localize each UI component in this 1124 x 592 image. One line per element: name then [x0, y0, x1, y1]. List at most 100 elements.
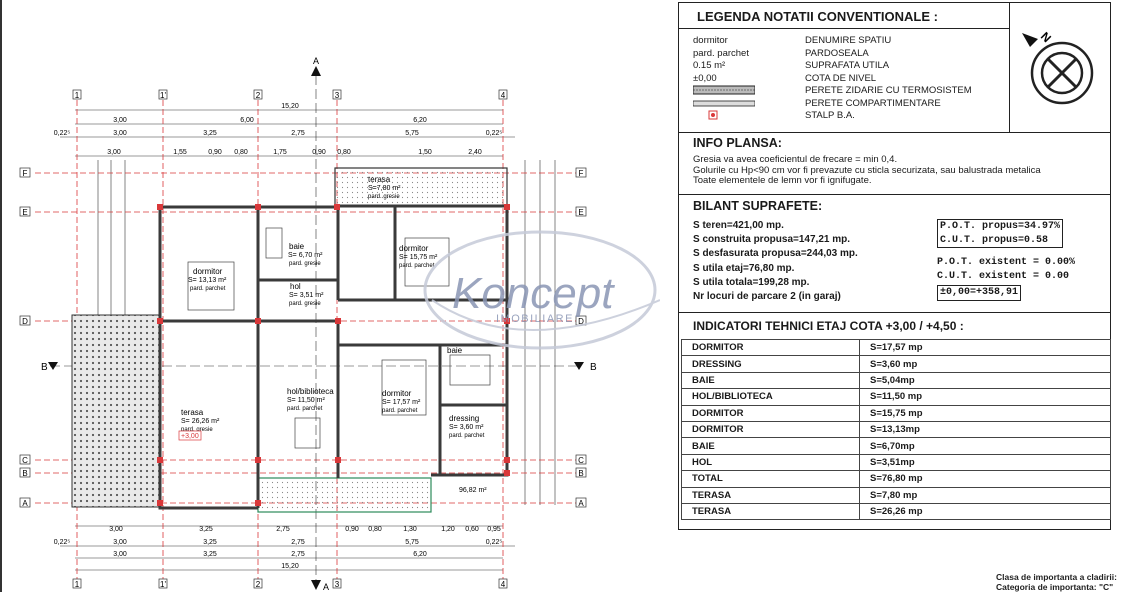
thermal-wall-symbol [693, 85, 755, 95]
legend-meaning: PERETE ZIDARIE CU TERMOSISTEM [805, 85, 972, 96]
dim-label: 0,22⁵ [486, 539, 503, 546]
top-terrace [334, 167, 508, 207]
legend-symbol: pard. parchet [693, 47, 749, 59]
dim-label: 6,00 [240, 117, 254, 124]
room-area: S= 11,50 m² [287, 397, 325, 404]
cut-existent: C.U.T. existent = 0.00 [937, 270, 1070, 282]
bottom-balcony [257, 477, 432, 513]
level-tag: +3,00 [181, 433, 199, 440]
table-cell: S=5,04mp [859, 371, 1111, 390]
axis-label: 1 [75, 580, 80, 589]
legend-row: pard. parchet PARDOSEALA [693, 48, 993, 61]
dim-label: 3,00 [113, 117, 127, 124]
room-name: terasa [368, 175, 391, 184]
table-cell: DORMITOR [681, 420, 860, 439]
room-labels: terasa S=7,80 m² pard. gresie dormitor S… [181, 175, 485, 439]
bilant-line: Nr locuri de parcare 2 (in garaj) [693, 291, 841, 303]
compass-icon: N [1022, 29, 1094, 105]
legend-meaning: PERETE COMPARTIMENTARE [805, 97, 941, 109]
room-name: hol/biblioteca [287, 387, 334, 396]
room-name: dormitor [193, 267, 223, 276]
level-tag-box [178, 430, 202, 441]
dim-label: 0,22⁵ [54, 130, 71, 137]
table-cell: BAIE [681, 437, 860, 455]
dim-label: 3,00 [109, 526, 123, 533]
axis-label: D [578, 317, 584, 326]
compass-box: N [1009, 3, 1111, 133]
columns [157, 204, 510, 506]
pot-propus: P.O.T. propus=34.97% [940, 221, 1061, 232]
room-floor: pard. gresie [181, 427, 213, 433]
axis-label: E [578, 208, 583, 217]
dim-label: 2,75 [291, 130, 305, 137]
dim-label: 0,22⁵ [54, 539, 71, 546]
room-area: S= 15,75 m² [399, 254, 438, 261]
room-name: dormitor [399, 244, 429, 253]
axis-label: B [578, 469, 583, 478]
info-title: INFO PLANSA: [693, 136, 782, 150]
dim-label: 0,95 [487, 526, 501, 533]
bilant-list: S teren=421,00 mp. S construita propusa=… [693, 219, 858, 304]
terrace-hatch [71, 314, 161, 508]
dim-label: 1,50 [418, 149, 432, 156]
floor-plan: 1 1' 2 3 4 1 1' 2 3 4 F E D C B A [19, 56, 660, 592]
axis-label: A [578, 499, 584, 508]
dim-label: 3,00 [113, 130, 127, 137]
cota-zero: ±0,00=+358,91 [937, 285, 1022, 301]
legend-title: LEGENDA NOTATII CONVENTIONALE : [679, 3, 1009, 29]
axis-label: C [578, 456, 584, 465]
bilant-line: S construita propusa=147,21 mp. [693, 234, 850, 246]
pot-existent: P.O.T. existent = 0.00% [937, 257, 1076, 268]
watermark-subtext: IMOBILIARE [496, 313, 574, 325]
dim-label: 3,00 [107, 149, 121, 156]
bilant-line: S desfasurata propusa=244,03 mp. [693, 248, 858, 260]
room-floor: pard. parchet [382, 408, 418, 414]
room-floor: pard. parchet [287, 406, 323, 412]
dim-label: 0,90 [208, 149, 222, 156]
dim-label: 3,25 [203, 551, 217, 558]
furniture [187, 227, 491, 449]
bilant-indices: P.O.T. propus=34.97% C.U.T. propus=0.58 … [937, 219, 1075, 301]
dim-label: 0,90 [345, 526, 359, 533]
axis-bubbles-top: 1 1' 2 3 4 [72, 89, 508, 100]
watermark-logo: Koncept IMOBILIARE [423, 230, 660, 350]
axis-bubbles-left: F E D C B A [19, 167, 31, 508]
dim-label: 2,40 [468, 149, 482, 156]
indicatori-title: INDICATORI TEHNICI ETAJ COTA +3,00 / +4,… [693, 319, 964, 333]
room-floor: pard. gresie [368, 194, 400, 200]
column-symbol [708, 110, 718, 120]
table-cell: HOL [681, 453, 860, 472]
partition-wall-symbol [693, 100, 755, 106]
dim-label: 5,75 [405, 130, 419, 137]
info-line: Gresia va avea coeficientul de frecare =… [693, 154, 898, 165]
table-cell: S=6,70mp [859, 437, 1111, 455]
room-area: S= 3,51 m² [289, 292, 324, 299]
axis-label: E [22, 208, 27, 217]
table-cell: S=7,80 mp [859, 486, 1111, 504]
legend-symbol: 0.15 m² [693, 60, 726, 71]
legend-row: STALP B.A. [693, 110, 993, 123]
legend-row: ±0,00 COTA DE NIVEL [693, 73, 993, 86]
axis-label: 1' [160, 580, 166, 589]
axis-label: F [579, 169, 584, 178]
axis-label: D [22, 317, 28, 326]
room-area: S=7,80 m² [368, 185, 401, 192]
info-text: Gresia va avea coeficientul de frecare =… [679, 151, 1110, 187]
axis-label: 4 [501, 580, 506, 589]
room-name: baie [289, 242, 305, 251]
room-area: S= 26,26 m² [181, 418, 220, 425]
axis-bubbles-bottom: 1 1' 2 3 4 [72, 578, 508, 589]
dim-label: 6,20 [413, 551, 427, 558]
table-cell: S=13,13mp [859, 420, 1111, 439]
room-name: dormitor [382, 389, 412, 398]
room-area: S= 3,60 m² [449, 424, 484, 431]
dimension-labels-bottom: 3,00 3,25 2,75 0,90 0,80 1,30 1,20 0,60 … [54, 526, 503, 570]
table-cell: TERASA [681, 502, 860, 521]
